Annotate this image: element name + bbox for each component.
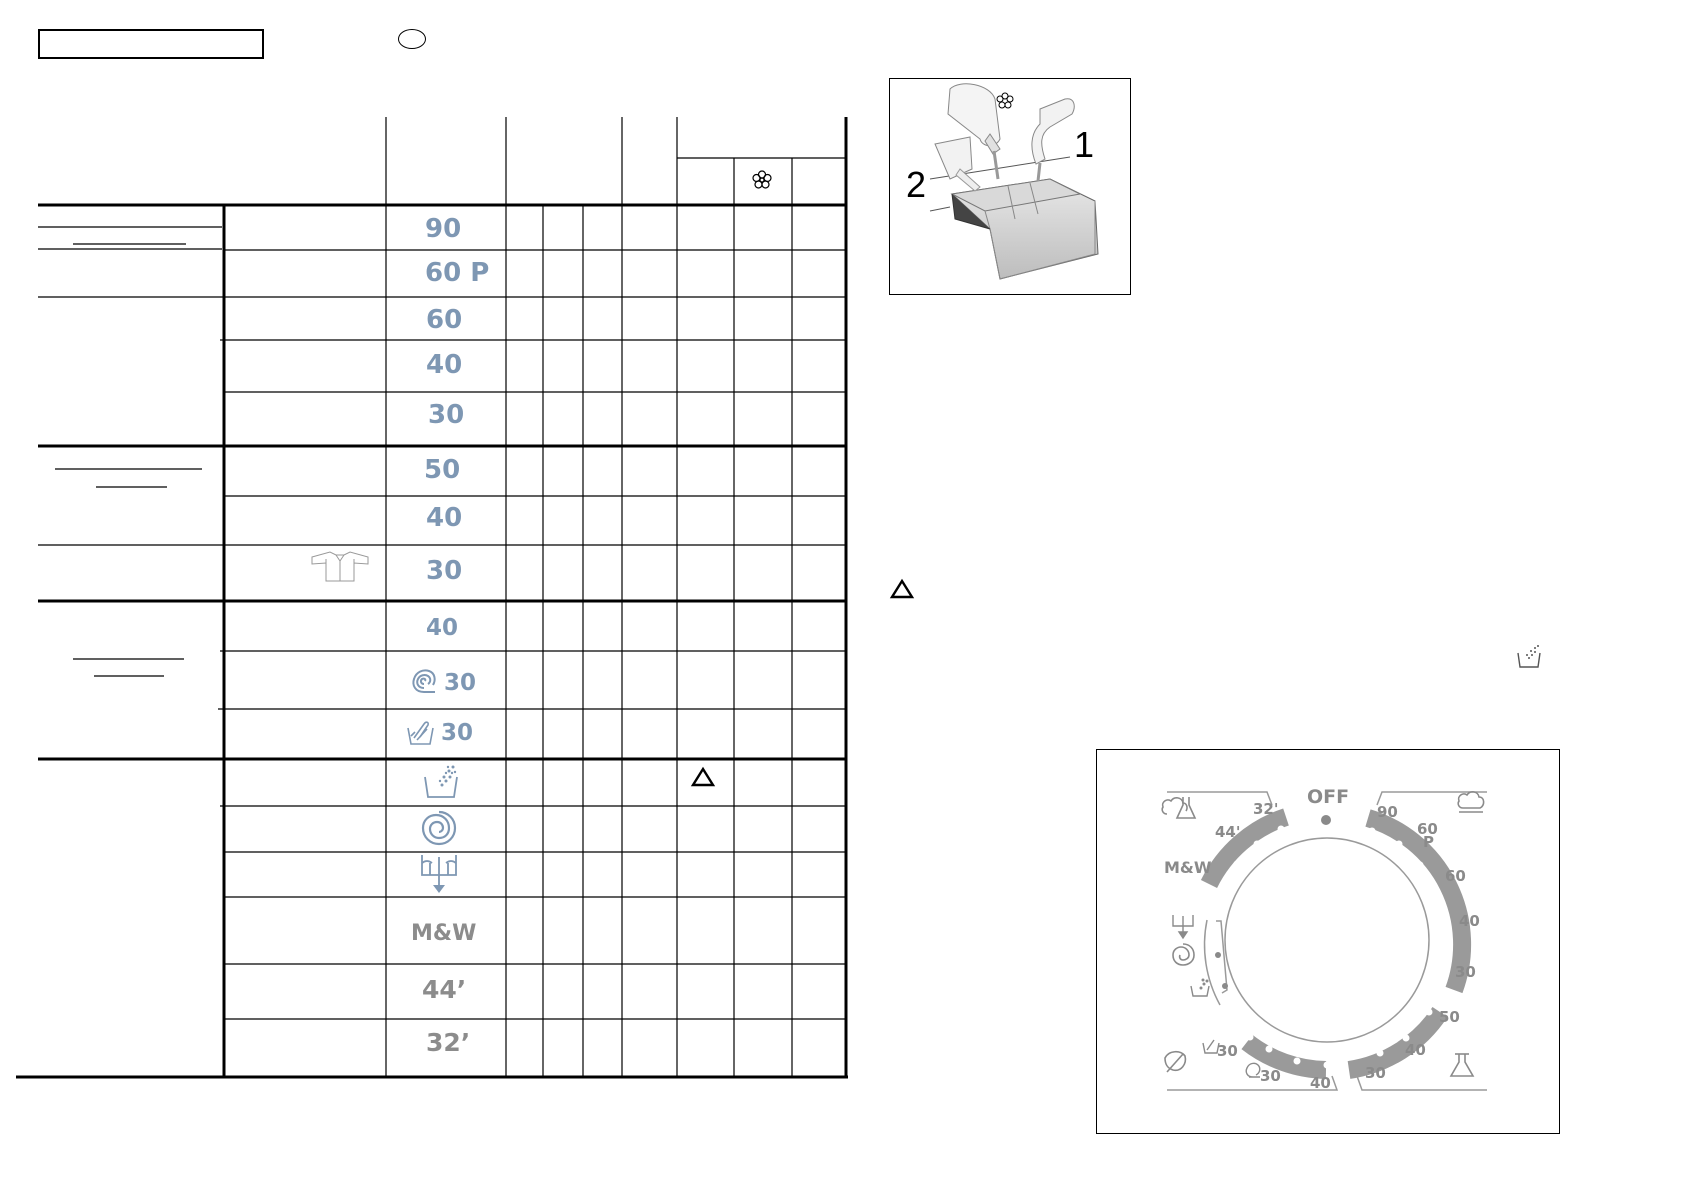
drawer-label-1: 1 (1074, 124, 1095, 165)
header-title-box (38, 29, 264, 59)
dial-label: 30 (1260, 1067, 1281, 1085)
program-dial-panel: OFF 90 60 P 60 40 30 50 40 30 40 30 30 M… (1096, 749, 1560, 1134)
program-label: 30 (428, 400, 465, 430)
hand-wash-icon (407, 721, 434, 745)
program-label: 44’ (422, 975, 467, 1004)
program-label: 30 (444, 670, 477, 696)
language-badge (398, 29, 426, 49)
drain-icon (1172, 915, 1194, 940)
dial-label: 30 (1455, 963, 1476, 981)
program-label: 40 (426, 503, 463, 533)
dial-label: 40 (1405, 1041, 1426, 1059)
program-label: M&W (411, 921, 477, 946)
warning-triangle-icon (889, 578, 915, 599)
dial-label: 60 (1445, 867, 1466, 885)
flask-icon (1449, 1053, 1475, 1077)
dial-label: 90 (1377, 803, 1398, 821)
dial-label: M&W (1164, 858, 1212, 877)
cotton-cloud-flask-icon (1161, 797, 1197, 819)
program-label: 50 (424, 455, 461, 485)
dial-label: 32' (1253, 800, 1278, 818)
rinse-icon (1190, 978, 1210, 997)
dial-label: P (1423, 833, 1434, 851)
wool-icon (1245, 1062, 1261, 1078)
eco-leaf-icon (1164, 1050, 1187, 1073)
rinse-icon (424, 765, 458, 798)
program-label: 30 (426, 556, 463, 586)
program-label: 30 (441, 720, 474, 746)
dial-label: 50 (1439, 1008, 1460, 1026)
spin-icon (1172, 943, 1195, 966)
dial-label: 30 (1365, 1064, 1386, 1082)
hand-wash-icon (1202, 1039, 1220, 1054)
rinse-icon (1517, 645, 1541, 668)
shirt-icon (311, 551, 369, 582)
cotton-cloud-icon (1457, 791, 1485, 813)
program-label: 40 (426, 350, 463, 380)
program-label: 40 (426, 615, 459, 641)
dial-label: 60 (1417, 820, 1438, 838)
dial-label: 40 (1459, 912, 1480, 930)
wool-icon (412, 669, 436, 693)
program-label: 90 (425, 214, 462, 244)
drawer-label-2: 2 (906, 164, 927, 205)
softener-flower-icon (752, 170, 772, 189)
program-label: 60 P (425, 258, 490, 288)
dial-label: 30 (1217, 1042, 1238, 1060)
dial-off-label: OFF (1307, 786, 1349, 808)
dial-label: 44' (1215, 823, 1240, 841)
warning-triangle-icon (690, 766, 716, 787)
program-label: 60 (426, 305, 463, 335)
drain-icon (421, 855, 457, 893)
program-label: 32’ (426, 1028, 471, 1057)
dial-label: 40 (1310, 1074, 1331, 1092)
detergent-drawer-figure (889, 78, 1131, 295)
spin-icon (421, 810, 457, 846)
